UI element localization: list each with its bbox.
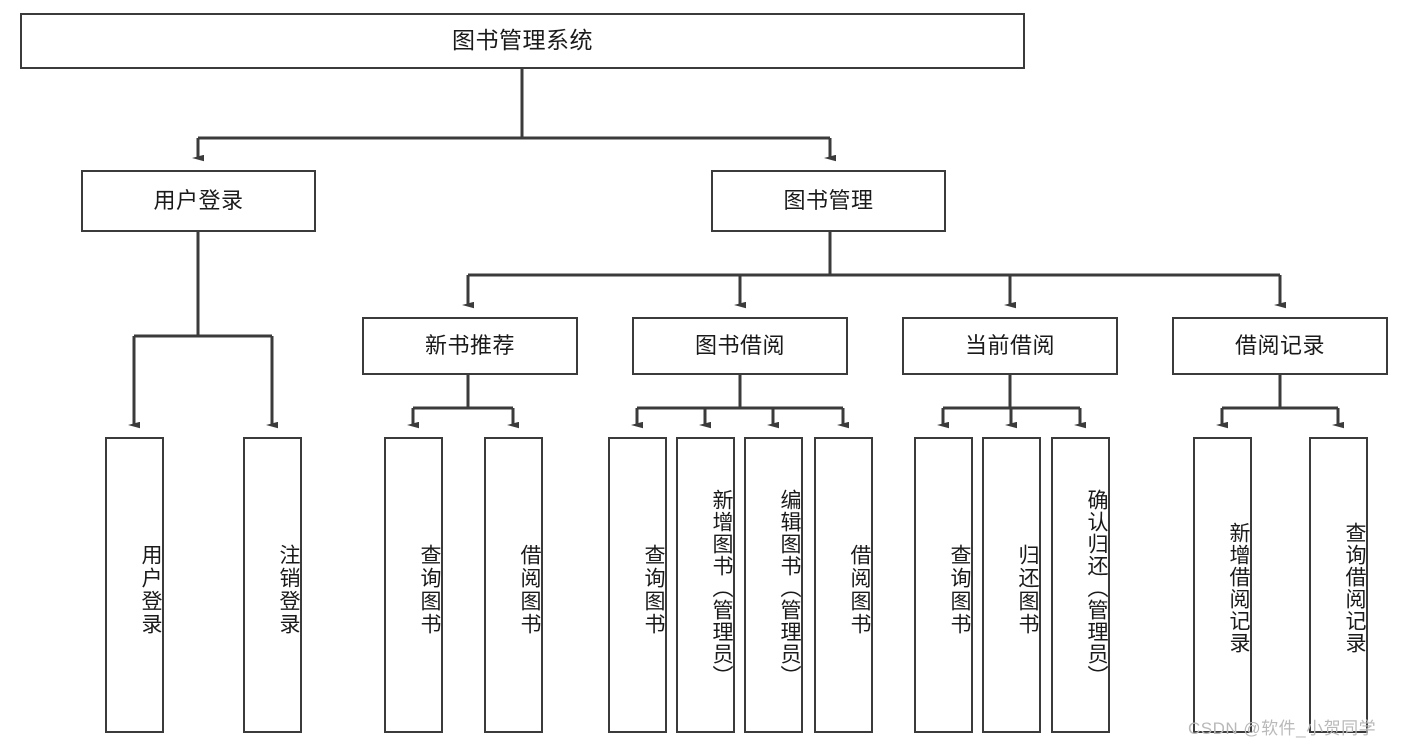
node-user-login[interactable]: 用户登录 [81,170,316,232]
watermark: CSDN @软件_小贺同学 [1188,719,1377,738]
node-leaf-return-book[interactable]: 归还图书 [982,437,1041,733]
node-leaf-borrow-book-2[interactable]: 借阅图书 [814,437,873,733]
node-leaf-edit-book[interactable]: 编辑图书（管理员） [744,437,803,733]
node-root[interactable]: 图书管理系统 [20,13,1025,69]
node-leaf-logout[interactable]: 注销登录 [243,437,302,733]
node-leaf-confirm-return[interactable]: 确认归还（管理员） [1051,437,1110,733]
node-leaf-query-book-1[interactable]: 查询图书 [384,437,443,733]
node-new-book-recommend[interactable]: 新书推荐 [362,317,578,375]
node-book-borrow[interactable]: 图书借阅 [632,317,848,375]
node-leaf-query-record[interactable]: 查询借阅记录 [1309,437,1368,733]
node-leaf-user-login[interactable]: 用户登录 [105,437,164,733]
node-book-management[interactable]: 图书管理 [711,170,946,232]
node-leaf-add-record[interactable]: 新增借阅记录 [1193,437,1252,733]
node-current-borrow[interactable]: 当前借阅 [902,317,1118,375]
node-borrow-record[interactable]: 借阅记录 [1172,317,1388,375]
node-leaf-add-book[interactable]: 新增图书（管理员） [676,437,735,733]
node-leaf-query-book-3[interactable]: 查询图书 [914,437,973,733]
node-leaf-query-book-2[interactable]: 查询图书 [608,437,667,733]
node-leaf-borrow-book-1[interactable]: 借阅图书 [484,437,543,733]
